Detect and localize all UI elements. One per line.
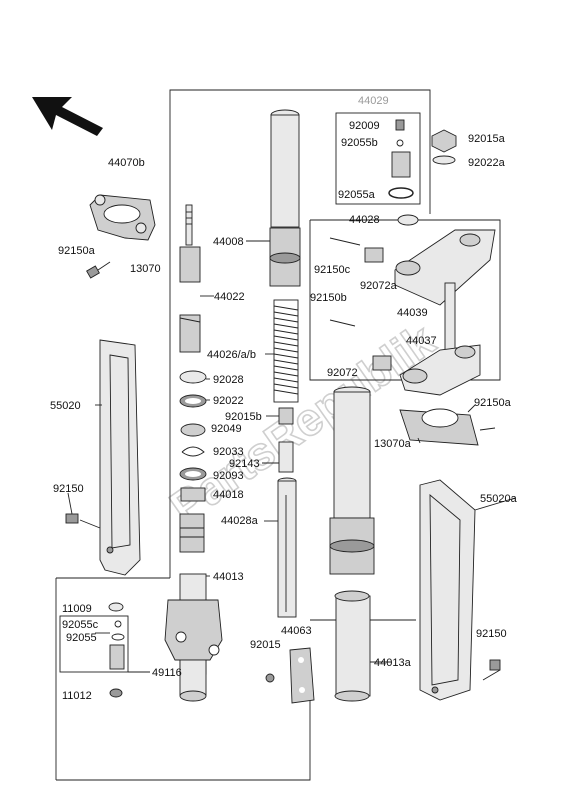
brake-bracket-44063 — [265, 647, 315, 704]
label-92022a: 92022a — [468, 157, 506, 169]
label-92143: 92143 — [229, 458, 260, 470]
label-44037: 44037 — [406, 335, 437, 347]
damper-rod — [179, 204, 201, 353]
label-92049: 92049 — [211, 423, 242, 435]
label-44028a: 44028a — [221, 515, 259, 527]
part-labels: 44070b 44029 92009 92055b 92055a 44028 9… — [50, 95, 518, 702]
label-92150a-top: 92150a — [58, 245, 96, 257]
lower-clamp-13070a — [399, 408, 496, 446]
label-13070: 13070 — [130, 263, 161, 275]
fork-guard-55020a — [419, 479, 501, 701]
label-44039: 44039 — [397, 307, 428, 319]
label-92022: 92022 — [213, 395, 244, 407]
leader-lines — [67, 240, 516, 673]
label-92150a-right: 92150a — [474, 397, 512, 409]
fork-guard-55020 — [65, 339, 141, 576]
label-92015a: 92015a — [468, 133, 506, 145]
collar-92015b — [278, 407, 294, 425]
fork-spring-44026 — [273, 299, 299, 403]
label-92009: 92009 — [349, 120, 380, 132]
label-92150c: 92150c — [314, 264, 351, 276]
label-92028: 92028 — [213, 374, 244, 386]
outer-tube-44008 — [269, 109, 301, 287]
label-55020: 55020 — [50, 400, 81, 412]
adjuster-kit-49116 — [108, 602, 125, 698]
lower-slider-44013 — [164, 573, 223, 702]
label-92072a: 92072a — [360, 280, 398, 292]
spacer-92143 — [278, 441, 294, 473]
label-44026ab: 44026/a/b — [207, 349, 256, 361]
label-92015: 92015 — [250, 639, 281, 651]
label-44022: 44022 — [214, 291, 245, 303]
label-92055a: 92055a — [338, 189, 376, 201]
label-44063: 44063 — [281, 625, 312, 637]
clamp-92072 — [372, 355, 392, 371]
inner-tube-assembly — [329, 386, 375, 702]
label-44028: 44028 — [349, 214, 380, 226]
label-92055: 92055 — [66, 632, 97, 644]
clamp-92072a — [364, 247, 384, 263]
label-92093: 92093 — [213, 470, 244, 482]
label-44013a: 44013a — [374, 657, 412, 669]
triple-clamp-44039 — [394, 229, 496, 396]
direction-arrow-icon — [32, 97, 103, 136]
nut-washers-top-right — [397, 129, 457, 226]
label-44013: 44013 — [213, 571, 244, 583]
label-44018: 44018 — [213, 489, 244, 501]
label-92055b: 92055b — [341, 137, 378, 149]
label-11009: 11009 — [62, 603, 92, 615]
bolt-92150c — [329, 237, 361, 246]
upper-clamp-13070 — [86, 194, 156, 279]
top-cap-kit-44029 — [388, 119, 414, 199]
cylinder-pipe-44028a — [277, 477, 297, 618]
label-44070b: 44070b — [108, 157, 145, 169]
label-92150-left: 92150 — [53, 483, 84, 495]
label-92015b: 92015b — [225, 411, 262, 423]
frame-lines — [55, 89, 501, 781]
label-92033: 92033 — [213, 446, 244, 458]
label-44008: 44008 — [213, 236, 244, 248]
label-92150-right: 92150 — [476, 628, 507, 640]
label-55020a: 55020a — [480, 493, 518, 505]
label-44029: 44029 — [358, 95, 389, 107]
washer-set-left — [179, 370, 207, 553]
label-49116: 49116 — [152, 667, 182, 679]
label-13070a: 13070a — [374, 438, 412, 450]
label-92150b: 92150b — [310, 292, 347, 304]
bolt-92150b — [329, 319, 356, 327]
label-92072: 92072 — [327, 367, 358, 379]
label-92055c: 92055c — [62, 619, 99, 631]
label-11012: 11012 — [62, 690, 92, 702]
